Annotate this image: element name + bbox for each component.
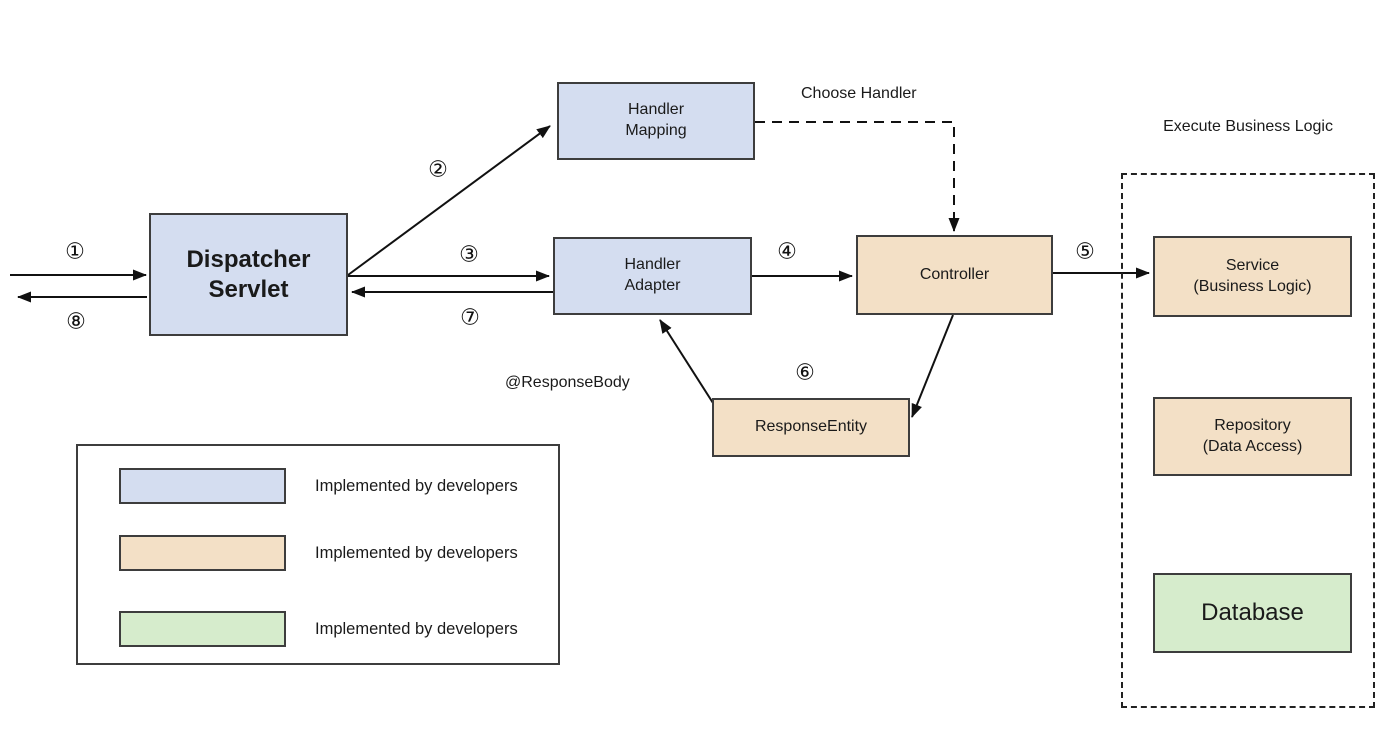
- arrow-dispatcher-to-handler-mapping: [347, 125, 551, 276]
- legend-label: Implemented by developers: [315, 544, 518, 562]
- legend-swatch-blue: [119, 468, 286, 504]
- arrow-controller-to-response-entity: [911, 314, 954, 418]
- step-number-6: ⑥: [795, 360, 815, 386]
- node-handler-adapter: Handler Adapter: [553, 237, 752, 315]
- node-dispatcher-servlet: Dispatcher Servlet: [149, 213, 348, 336]
- node-label: Mapping: [625, 122, 687, 139]
- node-label: Controller: [919, 265, 990, 283]
- legend-label: Implemented by developers: [315, 477, 518, 495]
- legend-swatch-tan: [119, 535, 286, 571]
- response-body-label: @ResponseBody: [505, 374, 630, 391]
- node-controller: Controller: [856, 235, 1053, 315]
- node-label: (Data Access): [1202, 437, 1303, 455]
- node-response-entity: ResponseEntity: [712, 398, 910, 457]
- legend-box: Implemented by developers Implemented by…: [76, 444, 560, 665]
- node-service: Service (Business Logic): [1153, 236, 1352, 317]
- group-title: Execute Business Logic: [1163, 118, 1333, 135]
- node-label: (Business Logic): [1193, 277, 1312, 295]
- legend-item: Implemented by developers: [78, 468, 558, 504]
- legend-label: Implemented by developers: [315, 620, 518, 638]
- step-number-4: ④: [777, 239, 797, 265]
- choose-handler-label: Choose Handler: [801, 85, 917, 102]
- node-label: Repository: [1214, 416, 1291, 434]
- legend-swatch-green: [119, 611, 286, 647]
- node-database: Database: [1153, 573, 1352, 653]
- step-number-5: ⑤: [1075, 239, 1095, 265]
- legend-item: Implemented by developers: [78, 611, 558, 647]
- node-label: Adapter: [624, 277, 681, 294]
- node-label: Handler: [624, 256, 681, 274]
- node-label: Handler: [627, 101, 685, 119]
- node-label: ResponseEntity: [754, 418, 868, 436]
- step-number-3: ③: [459, 242, 479, 268]
- step-number-7: ⑦: [460, 305, 480, 331]
- legend-item: Implemented by developers: [78, 535, 558, 571]
- step-number-1: ①: [65, 239, 85, 265]
- step-number-2: ②: [428, 157, 448, 183]
- step-number-8: ⑧: [66, 309, 86, 335]
- node-handler-mapping: Handler Mapping: [557, 82, 755, 160]
- node-label: Service: [1225, 256, 1280, 274]
- execute-business-logic-group: [1121, 173, 1375, 708]
- node-label: Dispatcher: [186, 245, 311, 273]
- node-repository: Repository (Data Access): [1153, 397, 1352, 476]
- node-label: Database: [1201, 599, 1304, 627]
- arrow-response-entity-to-handler-adapter: [659, 319, 714, 404]
- dashed-arrow-choose-handler: [755, 121, 960, 232]
- node-label: Servlet: [208, 275, 289, 303]
